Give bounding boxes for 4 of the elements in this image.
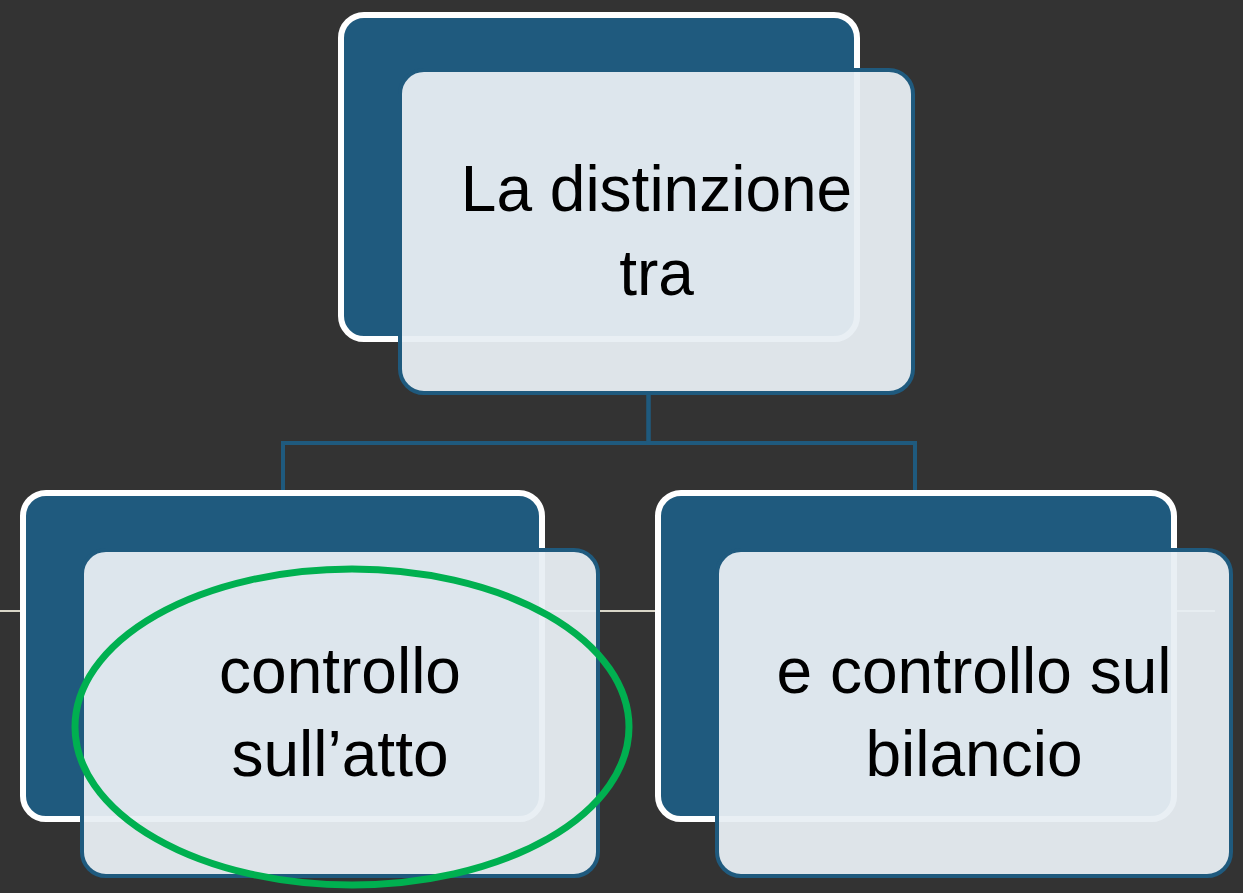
connector-line	[646, 395, 917, 490]
node-text: e controllo sul bilancio	[775, 633, 1173, 792]
node-text: La distinzione tra	[459, 152, 854, 311]
node-text: controllo sull’atto	[218, 633, 462, 792]
